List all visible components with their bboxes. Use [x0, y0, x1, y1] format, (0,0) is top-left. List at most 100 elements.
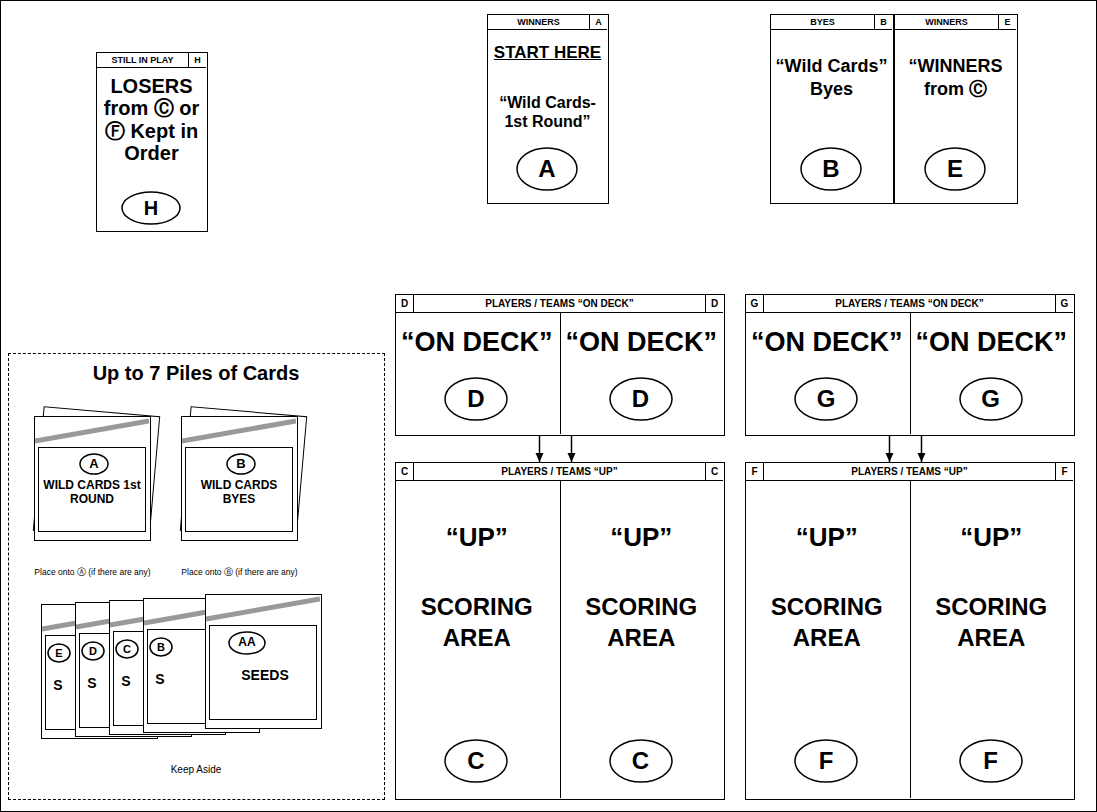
label-text: B — [874, 15, 892, 30]
scoring-area: “UP”SCORING AREAC — [396, 481, 560, 798]
pile-card: WILD CARDS 1st ROUNDA — [34, 416, 151, 541]
letter-ellipse: G — [959, 377, 1023, 421]
label-text: SCORING AREA — [565, 591, 719, 653]
label-text: F — [746, 463, 764, 481]
game-card: WINNERSASTART HERE“Wild Cards- 1st Round… — [487, 14, 609, 204]
card-stripe — [182, 417, 296, 447]
stripe-line — [206, 599, 320, 619]
label-text: “ON DECK” — [746, 327, 908, 358]
label-text: S — [48, 677, 68, 693]
label-text: H — [188, 53, 206, 68]
label-text: D — [396, 295, 414, 313]
game-card: STILL IN PLAYHLOSERS from Ⓒ or Ⓕ Kept in… — [96, 52, 208, 232]
label-text: “Wild Cards- 1st Round” — [491, 93, 604, 131]
letter-ellipse: A — [516, 147, 578, 191]
label-text: D — [81, 641, 105, 661]
letter-ellipse: D — [444, 377, 508, 421]
letter-ellipse: B — [149, 637, 173, 657]
letter-ellipse: G — [794, 377, 858, 421]
label-text: “Wild Cards” Byes — [774, 55, 889, 100]
seed-card: SEEDS AA — [205, 594, 322, 729]
label-text: E — [924, 147, 986, 191]
label-text: START HERE — [488, 43, 607, 63]
ellipse-shape — [122, 192, 180, 224]
ellipse-shape — [80, 454, 108, 474]
label-text: E — [998, 15, 1016, 30]
label-text: STILL IN PLAY — [97, 53, 188, 68]
label-text: Keep Aside — [109, 764, 283, 776]
letter-ellipse: C — [115, 639, 139, 659]
game-card: WINNERSE“WINNERS from ⒸE — [894, 14, 1018, 204]
label-text: LOSERS from Ⓒ or Ⓕ Kept in Order — [101, 75, 202, 165]
letter-ellipse: D — [609, 377, 673, 421]
label-text: D — [609, 377, 673, 421]
ellipse-shape — [445, 378, 507, 420]
label-text: Place onto Ⓑ (if there are any) — [181, 568, 298, 578]
label-text: A — [589, 15, 607, 30]
label-text: SEEDS — [220, 667, 310, 683]
scoring-area: “UP” SCORING AREA C — [560, 481, 724, 798]
flow-arrow — [571, 434, 573, 462]
label-text: Up to 7 Piles of Cards — [9, 362, 383, 385]
label-text: SCORING AREA — [750, 591, 904, 653]
ellipse-shape — [801, 148, 861, 190]
letter-ellipse: D — [81, 641, 105, 661]
label-text: E — [47, 643, 71, 663]
ellipse-shape — [116, 640, 138, 658]
letter-ellipse: AA — [228, 631, 266, 655]
label-text: D — [444, 377, 508, 421]
letter-ellipse: E — [924, 147, 986, 191]
letter-ellipse: C — [609, 739, 673, 783]
player-panel: FPLAYERS / TEAMS “UP”F“UP”SCORING AREAF“… — [745, 462, 1075, 800]
label-text: WINNERS — [488, 15, 589, 30]
label-text: “ON DECK” — [396, 327, 558, 358]
flow-arrow — [889, 434, 891, 462]
label-text: “UP” — [396, 523, 558, 553]
ellipse-shape — [227, 454, 255, 474]
label-text: C — [444, 739, 508, 783]
scoring-area: “UP”SCORING AREAF — [910, 481, 1074, 798]
label-text: SCORING AREA — [915, 591, 1069, 653]
label-text: A — [516, 147, 578, 191]
letter-ellipse: E — [47, 643, 71, 663]
stripe-line — [182, 421, 296, 441]
ellipse-shape — [960, 378, 1022, 420]
card-stripe — [206, 595, 320, 625]
label-text: “ON DECK” — [561, 327, 723, 358]
label-text: “UP” — [561, 523, 723, 553]
letter-ellipse: H — [121, 191, 181, 225]
label-text: WINNERS — [895, 15, 998, 30]
label-text: B — [149, 637, 173, 657]
ellipse-shape — [610, 378, 672, 420]
scoring-area: “UP”SCORING AREAF — [746, 481, 910, 798]
ellipse-shape — [82, 642, 104, 660]
label-text: “ON DECK” — [911, 327, 1073, 358]
ellipse-shape — [445, 740, 507, 782]
on-deck-area: “ON DECK” D — [560, 313, 724, 434]
label-text: F — [959, 739, 1023, 783]
pile-card: WILD CARDS BYESB — [181, 416, 298, 541]
player-panel: CPLAYERS / TEAMS “UP”C“UP”SCORING AREAC“… — [395, 462, 725, 800]
label-text: PLAYERS / TEAMS “ON DECK” — [764, 295, 1055, 313]
letter-ellipse: F — [794, 739, 858, 783]
letter-ellipse: B — [800, 147, 862, 191]
player-panel: GPLAYERS / TEAMS “ON DECK”G“ON DECK”G“ON… — [745, 294, 1075, 436]
label-text: C — [396, 463, 414, 481]
game-card: BYESB“Wild Cards” ByesB — [770, 14, 894, 204]
label-text: F — [1055, 463, 1073, 481]
label-text: H — [121, 191, 181, 225]
label-text: Place onto Ⓐ (if there are any) — [34, 568, 151, 578]
label-text: PLAYERS / TEAMS “UP” — [414, 463, 705, 481]
label-text: “WINNERS from Ⓒ — [898, 55, 1013, 100]
letter-ellipse: C — [444, 739, 508, 783]
letter-ellipse: A — [79, 453, 109, 475]
ellipse-shape — [960, 740, 1022, 782]
label-text: G — [746, 295, 764, 313]
player-panel: DPLAYERS / TEAMS “ON DECK”D“ON DECK”D“ON… — [395, 294, 725, 436]
label-text: G — [794, 377, 858, 421]
label-text: AA — [228, 631, 266, 655]
letter-ellipse: F — [959, 739, 1023, 783]
dashed-region: Up to 7 Piles of CardsPlace onto Ⓐ (if t… — [8, 353, 385, 800]
